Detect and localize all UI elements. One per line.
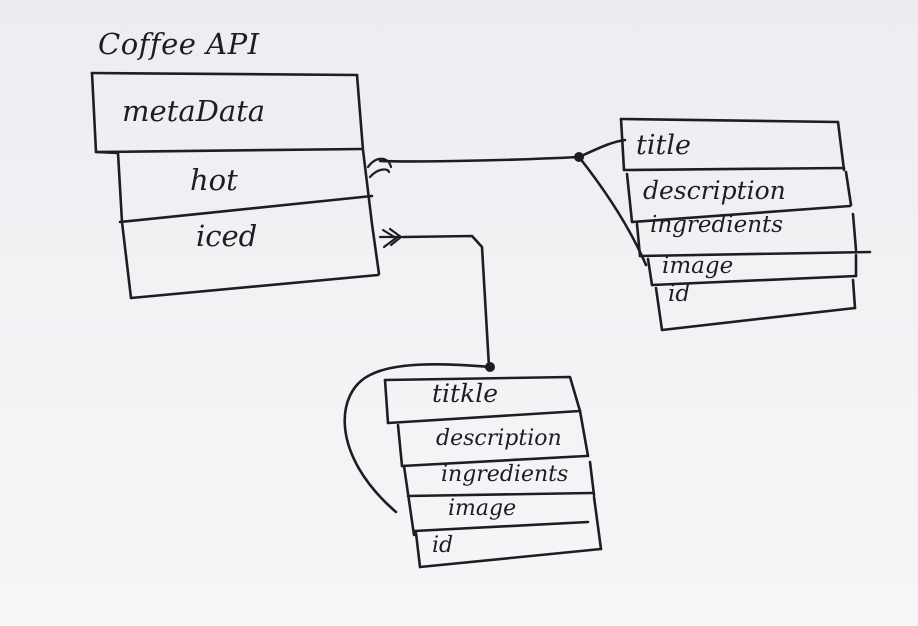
iced-field-ingredients: ingredients xyxy=(441,462,569,487)
root-entity-box xyxy=(90,71,381,300)
hot-field-title: title xyxy=(636,130,691,161)
hot-field-id: id xyxy=(668,281,691,307)
hot-field-ingredients: ingredients xyxy=(650,212,784,238)
iced-field-description: description xyxy=(436,426,562,451)
iced-entity-box xyxy=(383,375,603,569)
iced-field-title: titkle xyxy=(432,379,499,408)
root-field-iced: iced xyxy=(196,219,258,253)
diagram-title: Coffee API xyxy=(98,27,260,61)
iced-field-image: image xyxy=(448,496,517,521)
root-field-metadata: metaData xyxy=(122,94,266,128)
iced-field-id: id xyxy=(432,533,454,558)
hot-field-image: image xyxy=(662,253,734,279)
root-field-hot: hot xyxy=(190,163,238,197)
hot-relationship-line xyxy=(366,138,648,267)
iced-relationship-line xyxy=(343,227,495,514)
hot-entity-box xyxy=(619,117,872,332)
hot-field-description: description xyxy=(643,176,786,205)
